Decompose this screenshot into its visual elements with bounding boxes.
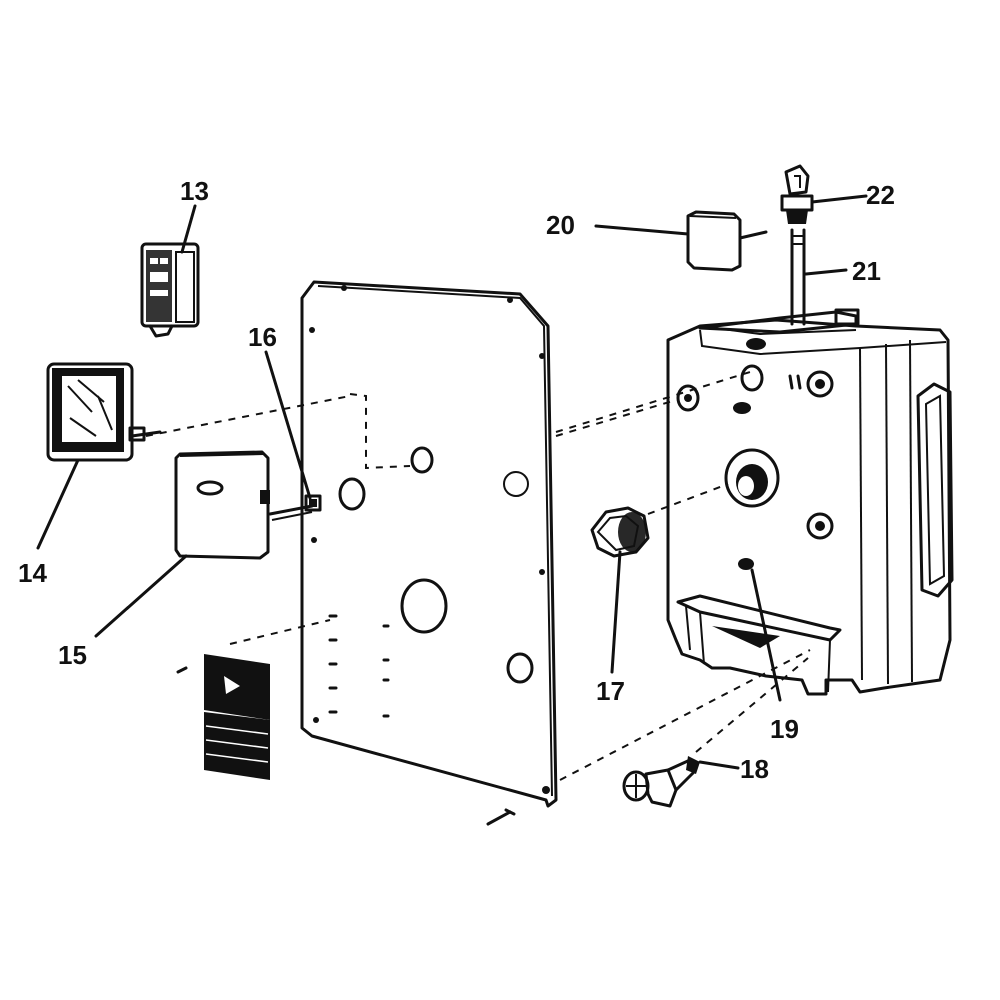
callout-18: 18 bbox=[740, 754, 769, 784]
callout-13: 13 bbox=[180, 176, 209, 206]
boiler-body bbox=[666, 308, 954, 696]
part-20-small-box bbox=[686, 210, 768, 272]
callout-16: 16 bbox=[248, 322, 277, 352]
leader-lines bbox=[36, 194, 868, 770]
callout-19: 19 bbox=[770, 714, 799, 744]
part-15-relay-box bbox=[174, 450, 314, 560]
front-panel bbox=[300, 280, 558, 808]
panel-screw bbox=[486, 808, 516, 826]
callout-15: 15 bbox=[58, 640, 87, 670]
callout-20: 20 bbox=[546, 210, 575, 240]
louver-panels bbox=[176, 654, 270, 780]
callout-14: 14 bbox=[18, 558, 47, 588]
part-22-sensor-fitting bbox=[780, 164, 814, 224]
part-13-control-module bbox=[140, 242, 200, 338]
part-14-gauge bbox=[46, 362, 162, 462]
part-18-drain-valve bbox=[622, 756, 700, 808]
callout-17: 17 bbox=[596, 676, 625, 706]
part-17-plug bbox=[590, 506, 650, 558]
callout-22: 22 bbox=[866, 180, 895, 210]
callout-21: 21 bbox=[852, 256, 881, 286]
part-21-probe-rod bbox=[790, 228, 806, 326]
part-16-fitting bbox=[304, 494, 322, 512]
assembly-lines bbox=[145, 371, 811, 781]
